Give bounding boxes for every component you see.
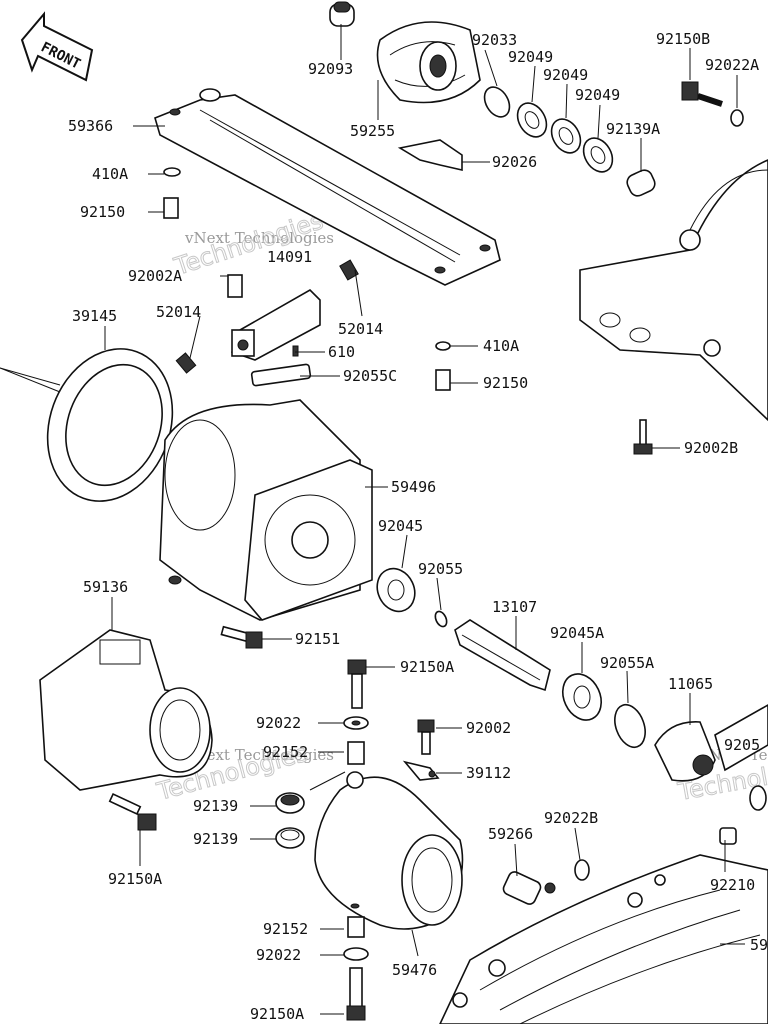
label-59266: 59266 bbox=[488, 825, 533, 843]
label-92022B: 92022B bbox=[544, 809, 598, 827]
part-92150A-bolt-2 bbox=[108, 792, 157, 831]
watermark-text-2: vNext Technologies bbox=[184, 746, 334, 764]
part-92022B-washer bbox=[574, 859, 590, 881]
part-92055-o-ring bbox=[434, 610, 448, 628]
part-59255-impeller bbox=[376, 21, 481, 104]
part-39145-ring bbox=[46, 348, 174, 502]
part-410A-washer-right bbox=[435, 341, 451, 391]
label-59496: 59496 bbox=[391, 478, 436, 496]
part-92045A-bearing bbox=[561, 673, 603, 721]
part-92055C-gasket bbox=[250, 363, 312, 387]
label-92002A: 92002A bbox=[128, 267, 182, 285]
part-seal-rings-top bbox=[483, 86, 656, 197]
label-59255: 59255 bbox=[350, 122, 395, 140]
label-92150A-a: 92150A bbox=[400, 658, 454, 676]
label-92022-a: 92022 bbox=[256, 714, 301, 732]
label-92049-b: 92049 bbox=[543, 66, 588, 84]
label-92150-a: 92150 bbox=[80, 203, 125, 221]
part-92150A-bolt-3 bbox=[346, 967, 366, 1021]
part-59136-nozzle bbox=[39, 629, 213, 791]
label-92045: 92045 bbox=[378, 517, 423, 535]
label-92026: 92026 bbox=[492, 153, 537, 171]
label-52014-b: 52014 bbox=[338, 320, 383, 338]
label-14091: 14091 bbox=[267, 248, 312, 266]
part-92002-bolt bbox=[417, 719, 435, 755]
label-11065: 11065 bbox=[668, 675, 713, 693]
part-pump-cover-right bbox=[579, 159, 768, 422]
label-92150B: 92150B bbox=[656, 30, 710, 48]
label-92045A: 92045A bbox=[550, 624, 604, 642]
label-92002: 92002 bbox=[466, 719, 511, 737]
label-92139-a: 92139 bbox=[193, 797, 238, 815]
part-59496-pump-housing bbox=[159, 399, 373, 621]
part-92151-bolt bbox=[220, 625, 263, 649]
part-92210-plug bbox=[719, 827, 737, 845]
part-92022-washer-1 bbox=[343, 716, 369, 765]
label-92150A-b: 92150A bbox=[108, 870, 162, 888]
label-610: 610 bbox=[328, 343, 355, 361]
part-11065-cap bbox=[654, 721, 716, 782]
label-92022-b: 92022 bbox=[256, 946, 301, 964]
part-92150A-bolt-1 bbox=[347, 659, 367, 709]
label-92055A: 92055A bbox=[600, 654, 654, 672]
label-92150-b: 92150 bbox=[483, 374, 528, 392]
label-410A-a: 410A bbox=[92, 165, 128, 183]
label-92002B: 92002B bbox=[684, 439, 738, 457]
part-92139-bushing-2 bbox=[275, 827, 305, 849]
part-bottom-hull bbox=[439, 854, 768, 1024]
label-52014-a: 52014 bbox=[156, 303, 201, 321]
label-92139A: 92139A bbox=[606, 120, 660, 138]
part-59476-deflector bbox=[314, 771, 464, 930]
part-14091-bracket bbox=[175, 259, 359, 374]
part-92093-cap bbox=[329, 1, 355, 27]
label-59366: 59366 bbox=[68, 117, 113, 135]
part-92045-bearing bbox=[376, 567, 416, 613]
label-92033: 92033 bbox=[472, 31, 517, 49]
watermark-text-1: vNext Technologies bbox=[184, 229, 334, 247]
label-92093: 92093 bbox=[308, 60, 353, 78]
label-92152-a: 92152 bbox=[263, 743, 308, 761]
label-92151: 92151 bbox=[295, 630, 340, 648]
label-59: 59 bbox=[750, 936, 768, 954]
label-92049-a: 92049 bbox=[508, 48, 553, 66]
label-92055C: 92055C bbox=[343, 367, 397, 385]
front-arrow-icon: FRONT bbox=[20, 11, 94, 82]
part-92026-clip bbox=[397, 139, 463, 172]
part-410A-washer-left bbox=[163, 167, 181, 219]
label-92210: 92210 bbox=[710, 876, 755, 894]
part-92055A-o-ring bbox=[614, 703, 646, 749]
label-59136: 59136 bbox=[83, 578, 128, 596]
leader-lines bbox=[0, 24, 745, 1015]
label-92152-b: 92152 bbox=[263, 920, 308, 938]
label-9205: 9205 bbox=[724, 736, 760, 754]
label-92055: 92055 bbox=[418, 560, 463, 578]
label-13107: 13107 bbox=[492, 598, 537, 616]
part-right-bar bbox=[714, 704, 768, 811]
label-92139-b: 92139 bbox=[193, 830, 238, 848]
part-92002B-bolt bbox=[633, 419, 653, 455]
part-13107-shaft bbox=[454, 619, 551, 692]
label-59476: 59476 bbox=[392, 961, 437, 979]
label-92049-c: 92049 bbox=[575, 86, 620, 104]
label-39112: 39112 bbox=[466, 764, 511, 782]
part-92139-bushing-1 bbox=[275, 792, 305, 814]
part-39112-clip bbox=[402, 760, 440, 781]
part-labels: 92093 92033 92049 92049 92049 92150B 920… bbox=[68, 30, 768, 1023]
part-59366-ride-plate bbox=[154, 88, 501, 286]
label-39145: 39145 bbox=[72, 307, 117, 325]
label-92022A: 92022A bbox=[705, 56, 759, 74]
part-92152-bushing-2 bbox=[343, 903, 369, 961]
label-410A-b: 410A bbox=[483, 337, 519, 355]
part-59266-joint bbox=[502, 871, 556, 905]
label-92150A-c: 92150A bbox=[250, 1005, 304, 1023]
part-92150B-bolt bbox=[681, 81, 744, 127]
